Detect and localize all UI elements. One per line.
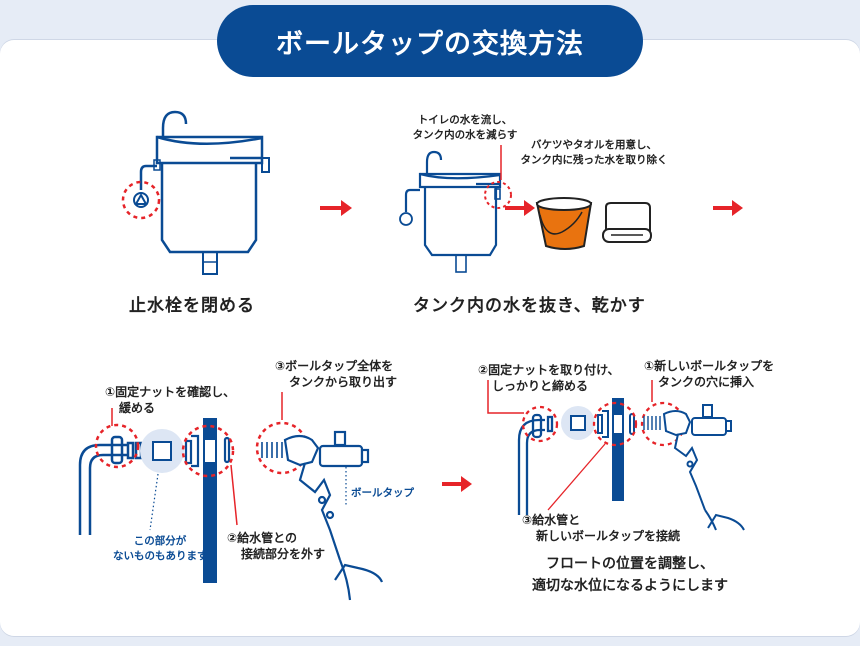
remove-note-1: ①固定ナットを確認し、 緩める	[105, 384, 235, 416]
toilet-tank-icon	[399, 150, 502, 273]
caption-line: フロートの位置を調整し、	[546, 556, 714, 572]
note-line: ②給水管との	[227, 531, 298, 545]
page-title: ボールタップの交換方法	[217, 5, 643, 77]
note-line: トイレの水を流し、	[417, 114, 513, 126]
stop-valve-icon	[133, 192, 149, 208]
install-note-2: ②固定ナットを取り付け、 しっかりと締める	[478, 362, 620, 394]
note-line: バケツやタオルを用意し、	[531, 139, 657, 151]
note-flush: トイレの水を流し、 タンク内の水を減らす	[412, 113, 518, 143]
note-line: ①固定ナットを確認し、	[105, 385, 236, 399]
note-line: この部分が	[133, 535, 187, 547]
note-line: ないものもあります	[113, 550, 208, 562]
note-line: タンクの穴に挿入	[658, 375, 755, 389]
content-card	[0, 40, 860, 636]
note-line: ①新しいボールタップを	[644, 359, 775, 373]
note-line: ②固定ナットを取り付け、	[478, 363, 620, 377]
remove-note-3: ③ボールタップ全体を タンクから取り出す	[275, 358, 397, 390]
remove-note-2: ②給水管との 接続部分を外す	[227, 530, 325, 562]
note-line: タンク内に残った水を取り除く	[520, 154, 668, 166]
bucket-icon	[535, 197, 593, 250]
step-close-valve-caption: 止水栓を閉める	[129, 296, 255, 316]
arrow-right-icon	[442, 476, 472, 492]
highlight-circle	[121, 180, 161, 220]
optional-part-note: この部分が ないものもあります	[113, 534, 208, 564]
ball-tap-label: ボールタップ	[351, 487, 414, 499]
arrow-right-icon	[713, 200, 743, 216]
note-line: タンクから取り出す	[289, 375, 398, 389]
caption-line: 適切な水位になるようにします	[532, 578, 728, 594]
arrow-right-icon	[320, 200, 352, 216]
install-note-1: ①新しいボールタップを タンクの穴に挿入	[644, 358, 774, 390]
ball-tap-icon	[261, 430, 384, 601]
towel-icon	[602, 202, 652, 243]
note-line: ③給水管と	[522, 513, 581, 527]
note-line: 緩める	[119, 401, 156, 415]
install-caption: フロートの位置を調整し、 適切な水位になるようにします	[505, 553, 755, 597]
note-line: 接続部分を外す	[241, 547, 326, 561]
toilet-tank-icon	[139, 110, 270, 275]
supply-pipe-icon	[78, 435, 143, 535]
note-line: しっかりと締める	[492, 379, 589, 393]
note-line: ③ボールタップ全体を	[275, 359, 394, 373]
note-bucket: バケツやタオルを用意し、 タンク内に残った水を取り除く	[520, 138, 668, 168]
install-note-3: ③給水管と 新しいボールタップを接続	[522, 512, 680, 544]
step-drain-tank-caption: タンク内の水を抜き、乾かす	[413, 296, 646, 316]
ball-tap-icon	[643, 404, 745, 531]
note-line: 新しいボールタップを接続	[536, 529, 681, 543]
note-line: タンク内の水を減らす	[412, 129, 518, 141]
